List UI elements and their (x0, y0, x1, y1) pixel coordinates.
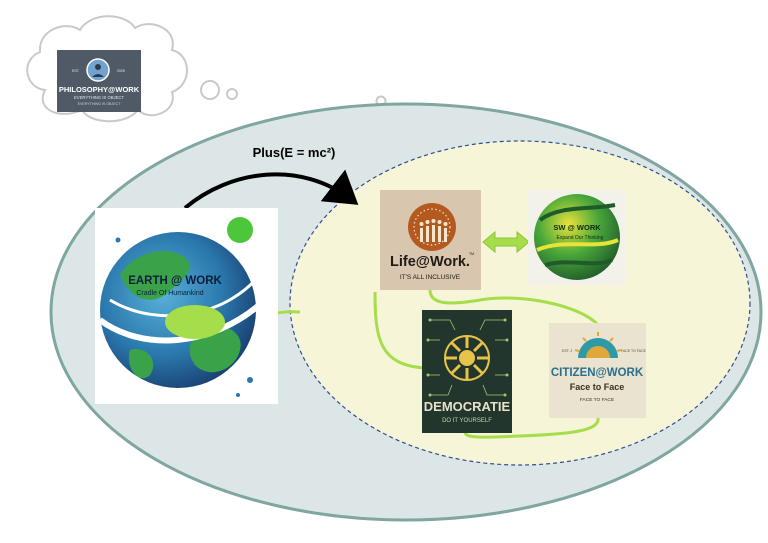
inner-ecosystem-ellipse (289, 140, 751, 466)
citizen-subtitle: Face to Face (570, 382, 625, 392)
philosophy-right-mark: 2025 (117, 69, 125, 73)
life-title: Life@Work. (390, 254, 470, 270)
citizen-title: CITIZEN@WORK (551, 367, 644, 379)
citizen-mark-right: FACE TO FACE (621, 349, 647, 353)
life-at-work-logo: Life@Work. TM IT'S ALL INCLUSIVE (380, 190, 481, 290)
sw-at-work-logo: SW @ WORK Expand Our Thinking (528, 190, 626, 285)
philosophy-at-work-logo: EST. 2025 PHILOSOPHY@WORK EVERYTHING IS … (57, 50, 141, 112)
connector-democratie-citizen (463, 417, 600, 439)
citizen-tagline: FACE TO FACE (580, 397, 614, 403)
philosophy-left-mark: EST. (72, 69, 80, 73)
earth-subtitle: Cradle Of Humankind (136, 290, 203, 297)
democratie-subtitle: DO IT YOURSELF (442, 418, 492, 424)
earth-at-work-logo: EARTH @ WORK Cradle Of Humankind (95, 208, 278, 404)
life-trademark: TM (469, 252, 474, 256)
arrow-label: Plus(E = mc²) (253, 145, 336, 160)
democratie-title: DEMOCRATIE (424, 399, 511, 414)
sunrise-icon (574, 332, 622, 358)
connector-life-democratie (373, 291, 426, 370)
thought-bubble-medium (226, 88, 238, 100)
philosophy-tagline: EVERYTHING IS OBJECT (74, 95, 124, 100)
earth-title: EARTH @ WORK (128, 275, 222, 287)
connector-life-citizen (428, 289, 600, 327)
circuit-pattern-icon (428, 319, 507, 396)
transfer-arrow (183, 169, 359, 210)
life-tagline: IT'S ALL INCLUSIVE (400, 274, 461, 281)
citizen-mark-left: EST. 2 (562, 349, 572, 353)
philosophy-subtagline: EVERYTHING IS OBJECT (78, 102, 122, 106)
citizen-at-work-logo: EST. 2 FACE TO FACE CITIZEN@WORK Face to… (549, 323, 647, 418)
moon-icon (227, 217, 253, 243)
sw-sphere-icon (534, 194, 620, 280)
thought-bubble-large (200, 80, 220, 100)
democratie-logo: DEMOCRATIE DO IT YOURSELF (422, 310, 512, 433)
earth-highlight-blob (165, 305, 225, 339)
sw-subtitle: Expand Our Thinking (557, 235, 604, 241)
philosophy-title: PHILOSOPHY@WORK (59, 85, 140, 94)
sw-title: SW @ WORK (553, 223, 601, 232)
